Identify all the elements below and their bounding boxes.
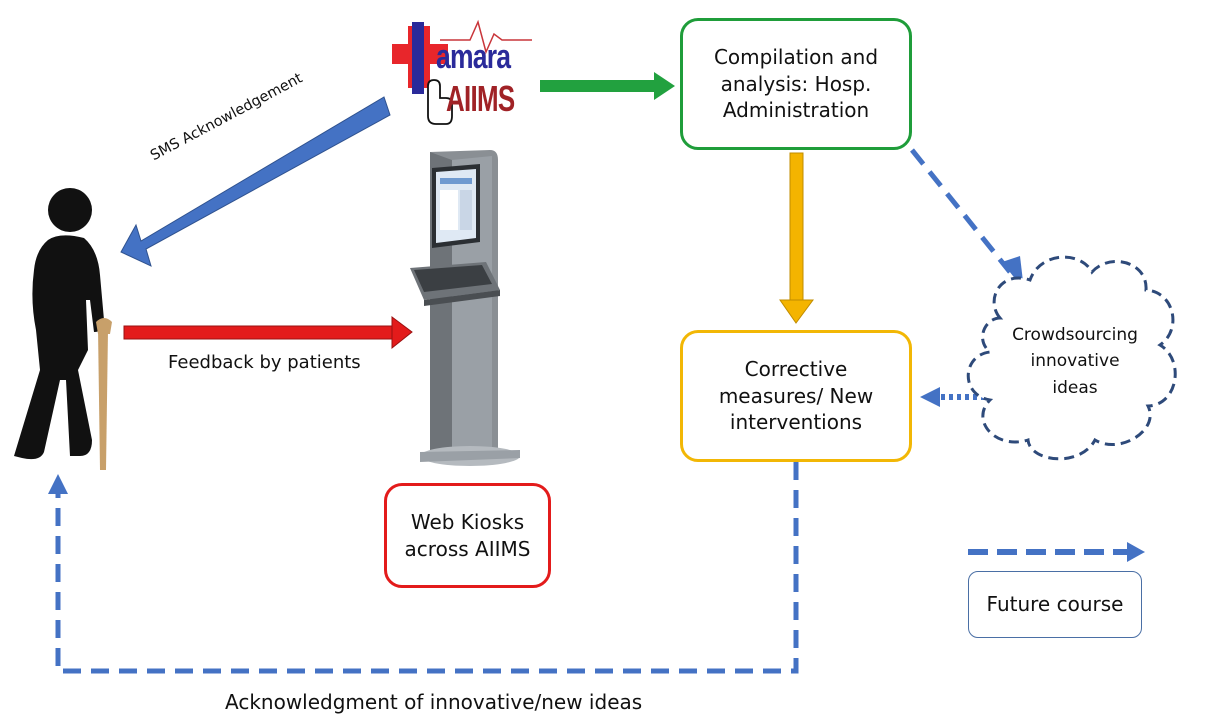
acknowledgment-label: Acknowledgment of innovative/new ideas bbox=[225, 690, 643, 714]
logo-text-aiims: AIIMS bbox=[446, 78, 515, 119]
arrow-acknowledgment-loop bbox=[48, 462, 799, 674]
arrow-compilation-to-corrective bbox=[779, 152, 814, 324]
logo-text-hamara: amara bbox=[436, 38, 511, 76]
compilation-analysis-text: Compilation and analysis: Hosp. Administ… bbox=[713, 45, 879, 123]
corrective-measures-text: Corrective measures/ New interventions bbox=[718, 357, 874, 435]
web-kiosk-terminal-icon bbox=[410, 150, 520, 466]
arrow-feedback bbox=[123, 316, 413, 350]
legend-future-course-box: Future course bbox=[968, 571, 1142, 638]
arrow-logo-to-compilation bbox=[540, 72, 675, 100]
cloud-icon bbox=[966, 255, 1177, 461]
legend-future-course-text: Future course bbox=[986, 592, 1124, 617]
feedback-label: Feedback by patients bbox=[168, 352, 361, 373]
hamara-aiims-logo bbox=[392, 19, 532, 125]
web-kiosks-box: Web Kiosks across AIIMS bbox=[384, 483, 551, 588]
arrow-compilation-to-crowdsourcing bbox=[910, 148, 1024, 290]
crowdsourcing-text: Crowdsourcing innovative ideas bbox=[1012, 325, 1138, 398]
compilation-analysis-box: Compilation and analysis: Hosp. Administ… bbox=[680, 18, 912, 150]
arrow-sms-acknowledgement bbox=[120, 96, 391, 267]
corrective-measures-box: Corrective measures/ New interventions bbox=[680, 330, 912, 462]
web-kiosks-text: Web Kiosks across AIIMS bbox=[404, 510, 531, 561]
elderly-person-with-cane-icon bbox=[14, 188, 112, 470]
legend-dashed-arrow bbox=[968, 542, 1145, 562]
arrow-crowdsourcing-to-corrective bbox=[920, 387, 985, 407]
